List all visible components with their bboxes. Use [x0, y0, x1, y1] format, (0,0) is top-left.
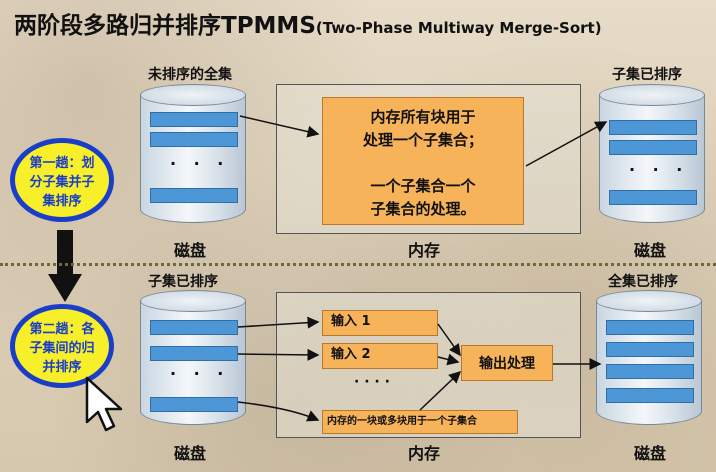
memory-box-line1: 内存所有块用于 — [370, 108, 476, 126]
record — [150, 112, 238, 127]
record — [609, 120, 697, 135]
phase1-target-label: 子集已排序 — [612, 67, 682, 83]
record — [606, 342, 694, 357]
output-box: 输出处理 — [461, 345, 553, 381]
phase1-memory-label: 内存 — [408, 241, 441, 260]
phase-divider — [0, 263, 716, 266]
title-sub: (Two-Phase Multiway Merge-Sort) — [315, 19, 602, 37]
record — [150, 320, 238, 335]
arrow-input1-to-output — [437, 323, 461, 357]
record — [606, 320, 694, 335]
step1-line2: 分子集并子 — [29, 175, 95, 190]
phase1-source-dots: · · · — [170, 154, 230, 173]
arrow-to-input-n — [237, 401, 320, 422]
phase1-target-dots: · · · — [629, 160, 689, 179]
phase1-disk-label-right: 磁盘 — [634, 241, 667, 260]
phase2-target-disk — [596, 290, 702, 436]
record — [609, 140, 697, 155]
title-main: 两阶段多路归并排序TPMMS — [14, 13, 316, 39]
record — [150, 346, 238, 361]
arrow-inputn-to-output — [419, 370, 462, 411]
phase1-source-disk: · · · — [140, 84, 246, 234]
input-dots: · · · · — [354, 374, 390, 390]
phase2-source-disk: · · · — [140, 290, 246, 436]
phase2-source-label: 子集已排序 — [148, 274, 218, 290]
input-1-box: 输入 1 — [322, 310, 438, 336]
memory-box-line3: 一个子集合一个 — [370, 177, 476, 195]
slide-title: 两阶段多路归并排序TPMMS(Two-Phase Multiway Merge-… — [14, 6, 602, 40]
phase1-disk-label-left: 磁盘 — [174, 241, 207, 260]
step1-line1: 第一趟：划 — [29, 156, 95, 171]
arrow-to-input-2 — [237, 348, 320, 361]
phase2-target-label: 全集已排序 — [608, 274, 678, 290]
phase1-step-badge: 第一趟：划 分子集并子 集排序 — [10, 138, 114, 222]
down-arrow-icon — [48, 230, 82, 302]
phase2-disk-label-right: 磁盘 — [634, 444, 667, 463]
record — [150, 188, 238, 203]
input-2-box: 输入 2 — [322, 343, 438, 369]
mouse-pointer-icon — [85, 376, 123, 432]
record — [150, 397, 238, 412]
record — [606, 388, 694, 403]
phase2-source-dots: · · · — [170, 364, 230, 383]
arrow-input2-to-output — [437, 353, 460, 366]
phase1-memory-box: 内存所有块用于 处理一个子集合； 一个子集合一个 子集合的处理。 — [322, 97, 524, 225]
memory-box-line4: 子集合的处理。 — [370, 200, 476, 218]
arrow-disk-to-memory — [239, 115, 320, 138]
record — [609, 190, 697, 205]
phase1-source-label: 未排序的全集 — [148, 67, 232, 83]
record — [150, 132, 238, 147]
phase2-disk-label-left: 磁盘 — [174, 444, 207, 463]
phase2-memory-label: 内存 — [408, 444, 441, 463]
step1-line3: 集排序 — [42, 194, 82, 209]
step2-line2: 子集间的归 — [29, 341, 95, 356]
arrow-memory-to-disk — [525, 121, 608, 167]
arrow-to-input-1 — [237, 316, 320, 329]
step2-line3: 并排序 — [42, 360, 82, 375]
phase2-step-badge: 第二趟：各 子集间的归 并排序 — [10, 304, 114, 388]
phase1-target-disk: · · · — [599, 84, 705, 234]
memory-box-line2: 处理一个子集合； — [362, 131, 483, 149]
record — [606, 364, 694, 379]
input-n-box: 内存的一块或多块用于一个子集合 — [322, 410, 518, 434]
step2-line1: 第二趟：各 — [29, 322, 95, 337]
